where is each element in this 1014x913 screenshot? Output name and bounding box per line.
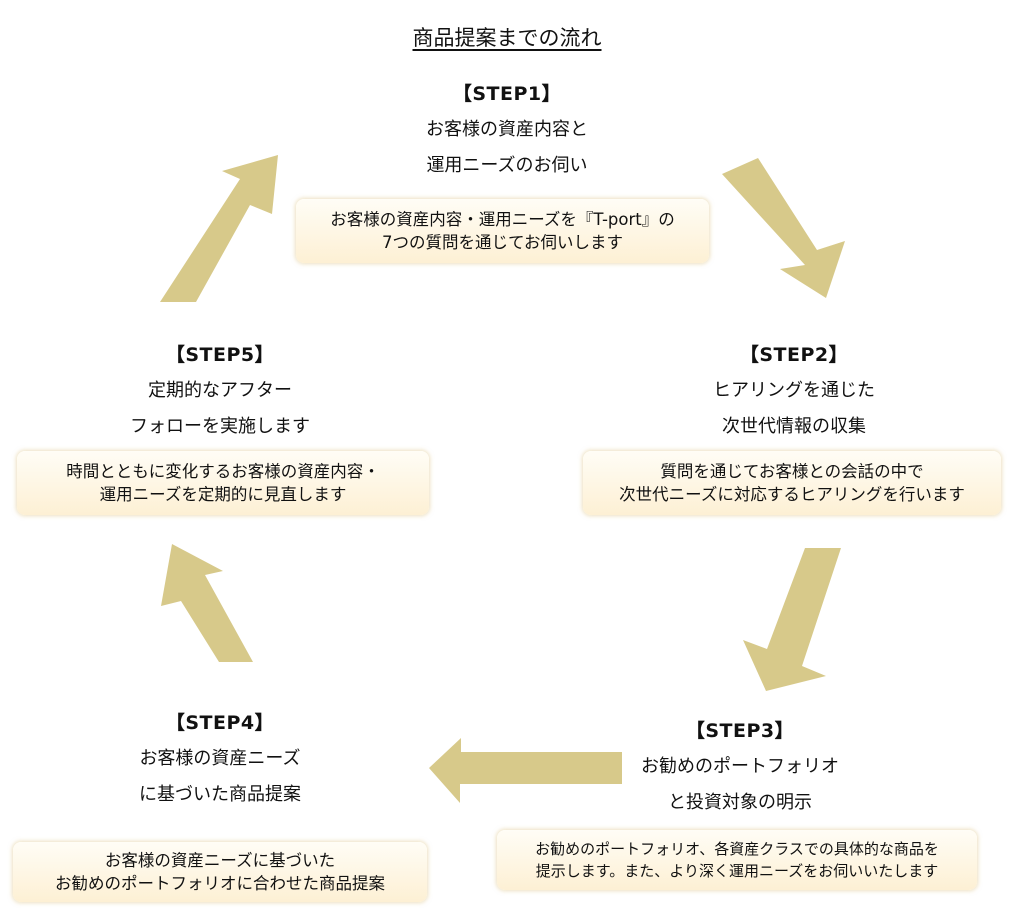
step1-description-box: お客様の資産内容・運用ニーズを『T-port』の 7つの質問を通じてお伺いします (296, 199, 709, 263)
step5: 【STEP5】 定期的なアフター フォローを実施します (70, 337, 370, 445)
step3-line2: と投資対象の明示 (668, 792, 812, 813)
step4: 【STEP4】 お客様の資産ニーズ に基づいた商品提案 (70, 705, 370, 813)
step3-desc-line1: お勧めのポートフォリオ、各資産クラスでの具体的な商品を (535, 840, 939, 858)
step2-line2: 次世代情報の収集 (722, 416, 866, 437)
step3-label: 【STEP3】 (685, 720, 795, 742)
diagram-title: 商品提案までの流れ (412, 26, 602, 50)
step4-desc-line1: お客様の資産ニーズに基づいた (104, 851, 336, 870)
step1-label: 【STEP1】 (452, 83, 562, 105)
step2-line1: ヒアリングを通じた (713, 380, 875, 401)
step4-label: 【STEP4】 (165, 712, 275, 734)
step2-description-box: 質問を通じてお客様との会話の中で 次世代ニーズに対応するヒアリングを行います (583, 451, 1001, 515)
arrow-step3-to-step4 (429, 738, 622, 803)
step1-desc-line1: お客様の資産内容・運用ニーズを『T-port』の (330, 210, 675, 229)
arrow-step2-to-step3 (743, 548, 841, 691)
arrow-step5-to-step1 (160, 155, 278, 302)
step5-desc-line2: 運用ニーズを定期的に見直します (99, 485, 347, 504)
step4-desc-line2: お勧めのポートフォリオに合わせた商品提案 (55, 874, 385, 893)
step5-line1: 定期的なアフター (148, 380, 292, 401)
step3-line1: お勧めのポートフォリオ (641, 756, 839, 777)
step5-label: 【STEP5】 (165, 344, 275, 366)
step4-line2: に基づいた商品提案 (139, 784, 301, 805)
step5-description-box: 時間とともに変化するお客様の資産内容・ 運用ニーズを定期的に見直します (17, 451, 429, 515)
arrow-step1-to-step2 (722, 158, 845, 298)
step1-desc-line2: 7つの質問を通じてお伺いします (381, 233, 623, 252)
step3-description-box: お勧めのポートフォリオ、各資産クラスでの具体的な商品を 提示します。また、より深… (497, 830, 977, 890)
step5-desc-line1: 時間とともに変化するお客様の資産内容・ (66, 462, 380, 481)
step4-description-box: お客様の資産ニーズに基づいた お勧めのポートフォリオに合わせた商品提案 (13, 842, 427, 902)
step3-desc-line2: 提示します。また、より深く運用ニーズをお伺いいたします (535, 862, 939, 880)
step1: 【STEP1】 お客様の資産内容と 運用ニーズのお伺い (357, 76, 657, 184)
step1-line1: お客様の資産内容と (426, 119, 588, 140)
step5-line2: フォローを実施します (130, 416, 310, 437)
arrow-step4-to-step5 (161, 544, 253, 662)
step2: 【STEP2】 ヒアリングを通じた 次世代情報の収集 (644, 337, 944, 445)
step1-line2: 運用ニーズのお伺い (426, 155, 588, 176)
step2-desc-line2: 次世代ニーズに対応するヒアリングを行います (619, 485, 965, 504)
step2-desc-line1: 質問を通じてお客様との会話の中で (660, 462, 924, 481)
step3: 【STEP3】 お勧めのポートフォリオ と投資対象の明示 (590, 713, 890, 821)
step2-label: 【STEP2】 (739, 344, 849, 366)
step4-line1: お客様の資産ニーズ (139, 748, 301, 769)
